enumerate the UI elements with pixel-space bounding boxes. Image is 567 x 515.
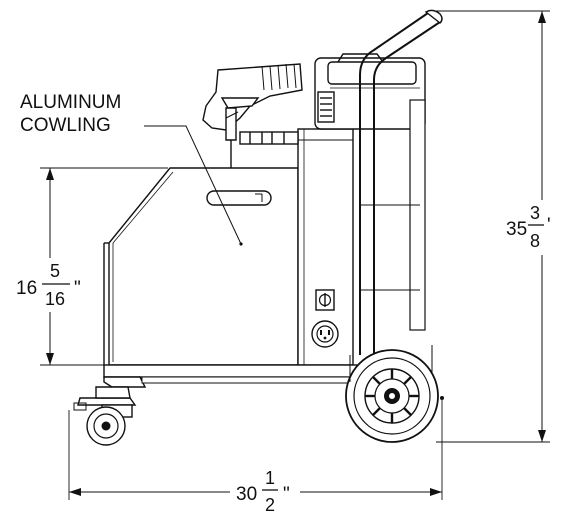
height-cowling-denominator: 16 — [45, 289, 65, 309]
cart-body — [73, 9, 444, 446]
width-overall-numerator: 1 — [265, 468, 275, 488]
power-outlet-icon — [311, 320, 339, 348]
height-overall-numerator: 3 — [530, 203, 540, 223]
spray-gun-icon — [202, 63, 303, 168]
dimension-height-cowling — [40, 167, 168, 366]
rear-wheel-icon — [345, 345, 444, 443]
caster-wheel-icon — [73, 386, 137, 446]
width-overall-unit: " — [283, 484, 290, 505]
height-cowling-label: 16 5 16 " — [16, 261, 81, 309]
width-overall-whole: 30 — [236, 484, 257, 505]
height-cowling-numerator: 5 — [50, 261, 60, 281]
height-overall-unit: ' — [547, 215, 551, 236]
width-overall-denominator: 2 — [265, 495, 275, 515]
height-cowling-unit: " — [74, 278, 81, 299]
callout-label-line1: ALUMINUM — [20, 92, 121, 113]
power-switch-icon — [315, 289, 335, 311]
cart-base — [103, 364, 359, 388]
width-overall-label: 30 1 2 " — [236, 468, 290, 515]
height-overall-label: 35 3 8 ' — [506, 203, 551, 251]
dimension-height-overall — [436, 10, 550, 443]
cowling-callout-leader — [144, 125, 242, 245]
cowling-handle-slot — [206, 190, 272, 206]
tank — [314, 53, 426, 331]
height-overall-denominator: 8 — [530, 231, 540, 251]
dimension-width-overall — [68, 400, 443, 500]
cart-handle — [359, 9, 443, 355]
height-cowling-whole: 16 — [16, 278, 37, 299]
callout-label-line2: COWLING — [20, 115, 111, 136]
height-overall-whole: 35 — [506, 219, 527, 240]
